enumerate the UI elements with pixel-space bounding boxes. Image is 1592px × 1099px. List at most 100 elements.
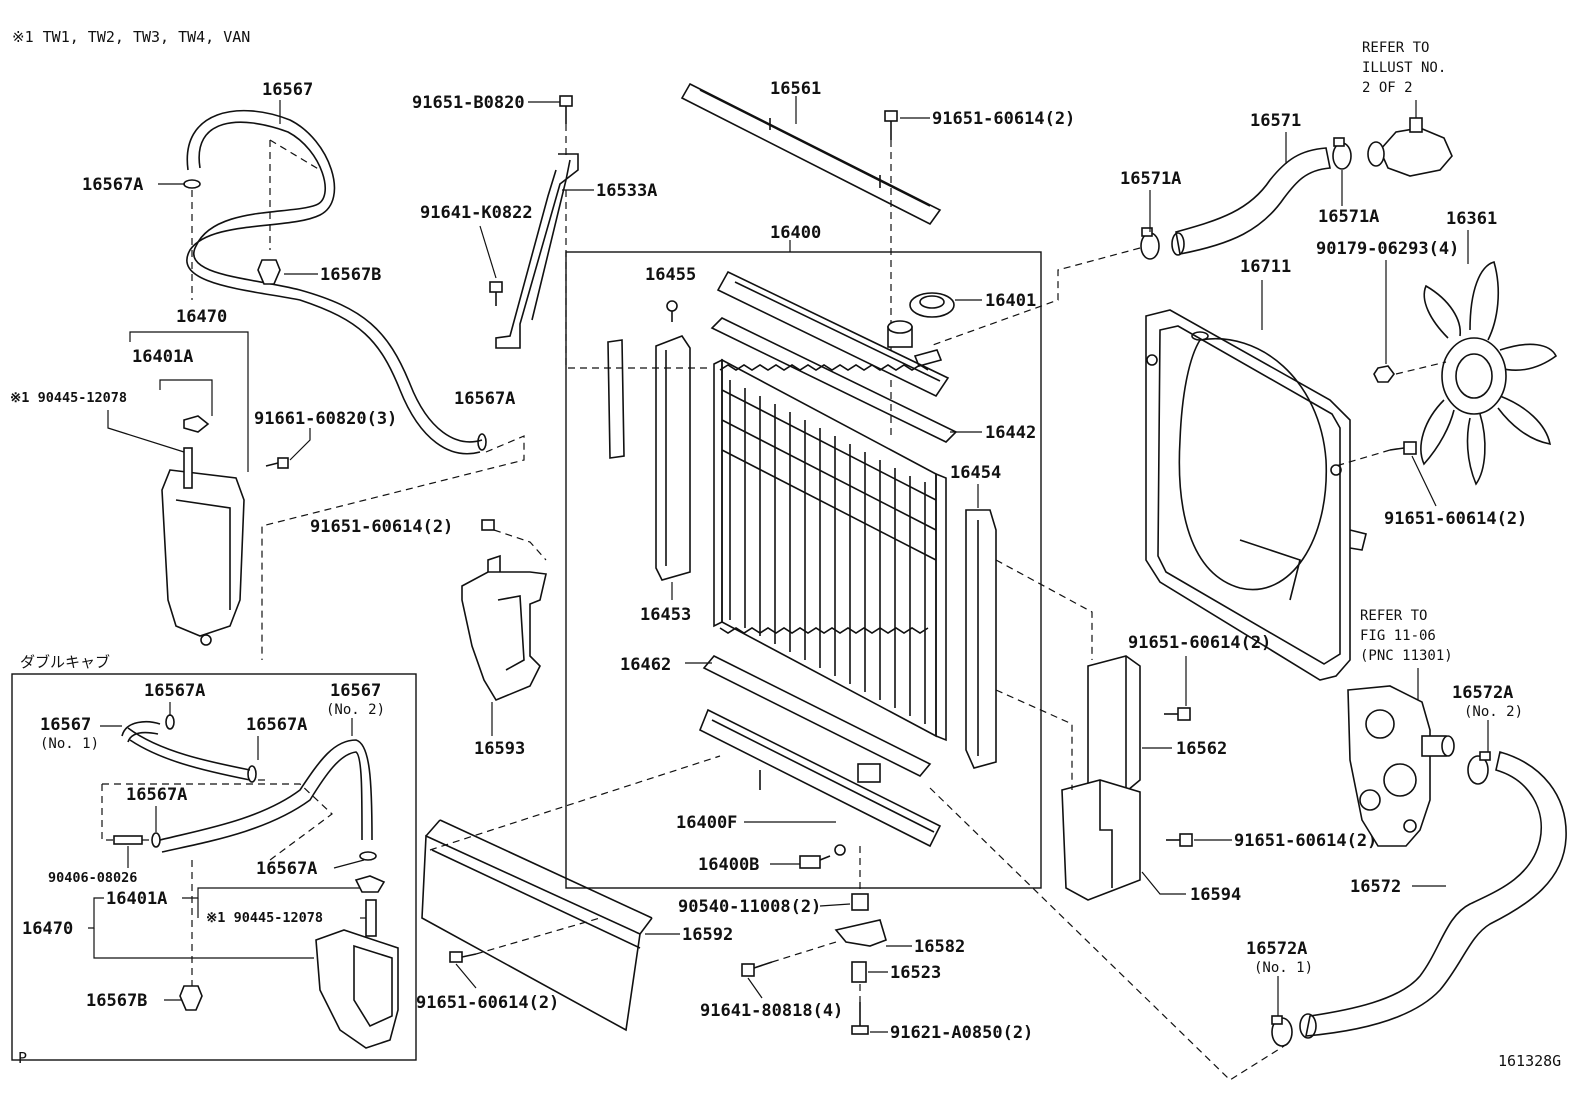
screw-icon[interactable] (666, 300, 678, 322)
hose-clamp-icon[interactable] (1140, 227, 1160, 260)
radiator-side-seal-left[interactable] (655, 335, 691, 581)
bolt-icon[interactable] (851, 1002, 869, 1035)
label-16571A-a: 16571A (1120, 169, 1181, 189)
label-16571A-b: 16571A (1318, 207, 1379, 227)
label-16567A-a: 16567A (82, 175, 143, 195)
lower-baffle-panel[interactable] (421, 819, 653, 1032)
overflow-hose[interactable] (186, 109, 481, 455)
bolt-icon[interactable] (481, 519, 495, 531)
label-16400B: 16400B (698, 855, 759, 875)
inset-title: ダブルキャブ (20, 653, 110, 671)
label-90445-a: ※1 90445-12078 (10, 390, 127, 406)
hose-clamp-b[interactable] (257, 259, 281, 285)
radiator-assembly-box (565, 251, 1042, 889)
radiator-core[interactable] (713, 358, 947, 742)
bolt-icon[interactable] (741, 961, 773, 977)
bolt-icon[interactable] (1166, 833, 1193, 847)
inset-label-16567-no1: 16567 (40, 715, 91, 735)
label-16401A: 16401A (132, 347, 193, 367)
label-16442: 16442 (985, 423, 1036, 443)
cooling-fan[interactable] (1420, 261, 1558, 486)
upper-tank-gasket[interactable] (710, 317, 958, 443)
label-16567A-b: 16567A (454, 389, 515, 409)
label-16455: 16455 (645, 265, 696, 285)
label-16582: 16582 (914, 937, 965, 957)
radiator-side-seal-right[interactable] (965, 509, 997, 769)
label-16400: 16400 (770, 223, 821, 243)
radiator-cushion[interactable] (851, 893, 869, 911)
inset-reservoir-cap[interactable] (354, 875, 386, 893)
drain-cock[interactable] (799, 855, 831, 869)
label-91651-b0820: 91651-B0820 (412, 93, 525, 113)
hose-clamp-icon[interactable] (1271, 1015, 1293, 1047)
bolt-icon[interactable] (489, 281, 503, 306)
bolt-icon[interactable] (265, 457, 289, 469)
label-16453: 16453 (640, 605, 691, 625)
label-91651-left: 91651-60614(2) (310, 517, 453, 537)
label-16561: 16561 (770, 79, 821, 99)
label-90179: 90179-06293(4) (1316, 239, 1459, 259)
label-90540: 90540-11008(2) (678, 897, 821, 917)
air-guide-upper[interactable] (1087, 655, 1141, 802)
label-16593: 16593 (474, 739, 525, 759)
label-16572: 16572 (1350, 877, 1401, 897)
variant-note: ※1 TW1, TW2, TW3, TW4, VAN (12, 28, 250, 46)
hose-clamp-icon[interactable] (1332, 137, 1352, 170)
water-pump-housing[interactable] (1347, 685, 1455, 847)
air-baffle-left[interactable] (461, 554, 547, 702)
inset-label-16567-no2: 16567 (330, 681, 381, 701)
label-16401: 16401 (985, 291, 1036, 311)
hose-clip-icon[interactable] (359, 851, 377, 861)
label-16400F: 16400F (676, 813, 737, 833)
hose-clip-icon[interactable] (477, 433, 487, 451)
radiator-upper-hose[interactable] (1171, 147, 1331, 256)
inset-hose-no2[interactable] (159, 739, 373, 853)
double-cab-inset (11, 673, 417, 1061)
inset-label-16567A-2: 16567A (246, 715, 307, 735)
bolt-icon[interactable] (884, 110, 898, 140)
label-91621: 91621-A0850(2) (890, 1023, 1033, 1043)
bolt-icon[interactable] (559, 95, 573, 124)
label-16361: 16361 (1446, 209, 1497, 229)
radiator-cap[interactable] (909, 292, 955, 318)
radiator-seal-strip[interactable] (607, 339, 625, 459)
nut-icon[interactable] (1373, 365, 1395, 383)
fan-shroud[interactable] (1145, 309, 1367, 681)
label-16533A: 16533A (596, 181, 657, 201)
water-outlet-housing[interactable] (1367, 117, 1453, 177)
label-16571: 16571 (1250, 111, 1301, 131)
inset-label-90406: 90406-08026 (48, 870, 137, 886)
lower-tank-gasket[interactable] (702, 655, 932, 777)
hose-clamp-icon[interactable] (1467, 751, 1491, 785)
hose-clamp-b[interactable] (179, 985, 203, 1011)
inset-label-16567A-3: 16567A (126, 785, 187, 805)
bolt-icon[interactable] (1164, 707, 1191, 721)
reservoir-bracket[interactable] (495, 153, 579, 349)
label-16462: 16462 (620, 655, 671, 675)
label-16454: 16454 (950, 463, 1001, 483)
air-guide-lower[interactable] (1061, 779, 1141, 901)
radiator-support-upper[interactable] (680, 82, 942, 226)
refer-fig-line1: REFER TO (1360, 608, 1427, 624)
label-16572A-a: 16572A (1452, 683, 1513, 703)
label-16572A-b-sub: (No. 1) (1254, 960, 1313, 976)
refer-fig-line3: (PNC 11301) (1360, 648, 1453, 664)
hose-clip-icon[interactable] (165, 714, 175, 730)
inset-label-16567-no1-sub: (No. 1) (40, 736, 99, 752)
hose-clip-icon[interactable] (151, 832, 161, 848)
inset-hose-no1[interactable] (121, 721, 257, 783)
radiator-support-bushing[interactable] (851, 961, 867, 983)
label-16594: 16594 (1190, 885, 1241, 905)
bolt-icon[interactable] (449, 951, 477, 963)
radiator-lower-bracket[interactable] (834, 919, 887, 947)
drain-washer[interactable] (834, 844, 846, 856)
diagram-code: 161328G (1498, 1052, 1561, 1070)
radiator-upper-tank[interactable] (716, 270, 950, 398)
coolant-reservoir-tank[interactable] (161, 415, 245, 646)
inset-reservoir-tank[interactable] (315, 899, 399, 1049)
radiator-lower-tank[interactable] (698, 708, 942, 848)
hose-joint-pipe[interactable] (113, 835, 143, 845)
radiator-lower-hose[interactable] (1299, 750, 1567, 1039)
hose-clip-icon[interactable] (183, 179, 201, 189)
bolt-icon[interactable] (1389, 441, 1417, 455)
